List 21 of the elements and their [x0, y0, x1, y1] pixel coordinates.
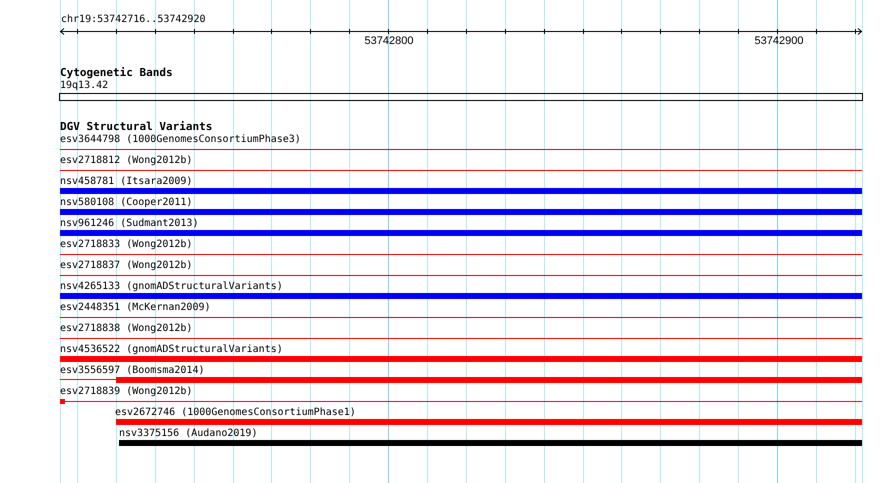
variant-label: nsv961246 (Sudmant2013) [60, 218, 198, 230]
variant-label: esv2718812 (Wong2012b) [60, 155, 192, 167]
coordinate-range: chr19:53742716..53742920 [61, 14, 206, 26]
variant-label: esv2718839 (Wong2012b) [60, 386, 192, 398]
position-label: 53742800 [364, 35, 414, 47]
variant-label: esv3556597 (Boomsma2014) [60, 365, 204, 377]
variant-label: esv2672746 (1000GenomesConsortiumPhase1) [115, 407, 356, 419]
variant-label: esv2718833 (Wong2012b) [60, 239, 192, 251]
variant-label: esv2718837 (Wong2012b) [60, 260, 192, 272]
band-label: 19q13.42 [60, 80, 108, 92]
track-title: Cytogenetic Bands [60, 67, 173, 79]
variant-label: esv2718838 (Wong2012b) [60, 323, 192, 335]
variant-label: nsv3375156 (Audano2019) [119, 428, 258, 440]
track-title: DGV Structural Variants [60, 121, 212, 133]
variant-label: nsv4265133 (gnomADStructuralVariants) [60, 281, 283, 293]
variant-label: esv3644798 (1000GenomesConsortiumPhase3) [60, 134, 301, 146]
variant-label: nsv580108 (Cooper2011) [60, 197, 192, 209]
variant-label: nsv4536522 (gnomADStructuralVariants) [60, 344, 283, 356]
position-label: 53742900 [754, 35, 804, 47]
variant-label: nsv458781 (Itsara2009) [60, 176, 192, 188]
variant-label: esv2448351 (McKernan2009) [60, 302, 211, 314]
